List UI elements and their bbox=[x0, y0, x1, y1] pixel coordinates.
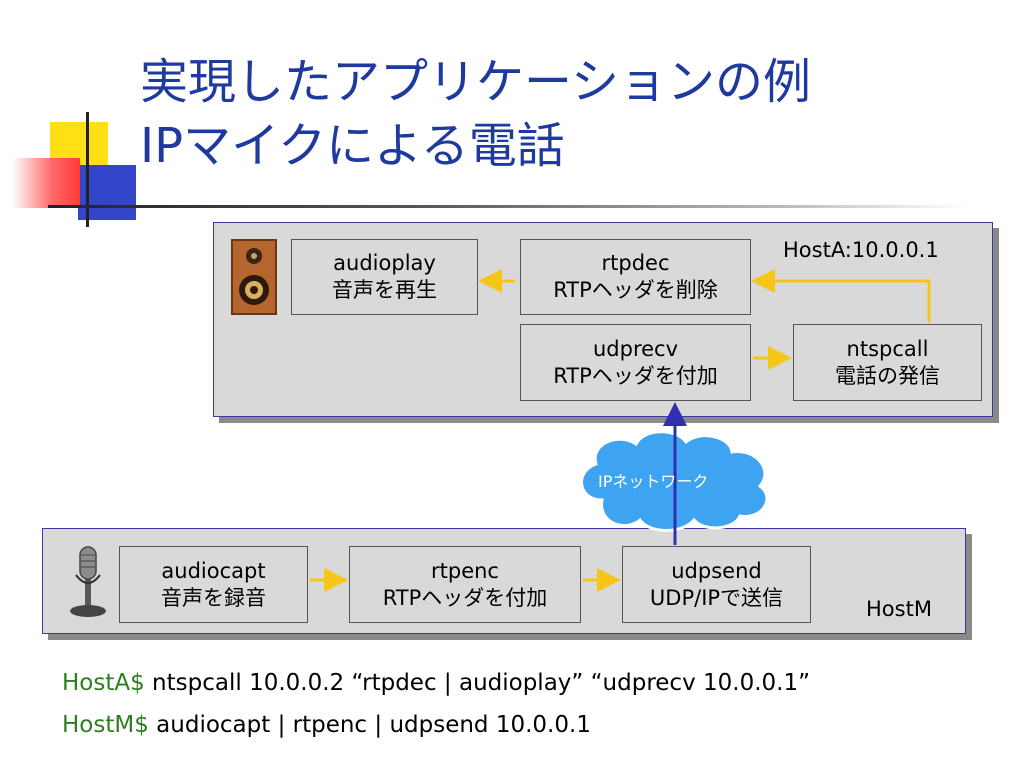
command-line-hosta: HostA$ ntspcall 10.0.0.2 “rtpdec | audio… bbox=[62, 670, 810, 696]
audiocapt-box: audiocapt 音声を録音 bbox=[119, 546, 308, 623]
audioplay-name: audioplay bbox=[333, 251, 436, 275]
rtpenc-desc: RTPヘッダを付加 bbox=[382, 585, 548, 610]
udprecv-name: udprecv bbox=[592, 336, 679, 361]
rtpenc-name: rtpenc bbox=[431, 558, 499, 583]
network-label: IPネットワーク bbox=[598, 472, 709, 491]
audioplay-box: audioplay 音声を再生 bbox=[291, 239, 478, 315]
udpsend-name: udpsend bbox=[671, 558, 762, 583]
ntspcall-name: ntspcall bbox=[846, 336, 929, 361]
red-square-decoration bbox=[12, 158, 80, 208]
command-line-hostm: HostM$ audiocapt | rtpenc | udpsend 10.0… bbox=[62, 712, 591, 738]
hostm-command: audiocapt | rtpenc | udpsend 10.0.0.1 bbox=[148, 712, 591, 738]
hosta-label: HostA:10.0.0.1 bbox=[783, 238, 939, 262]
ntspcall-desc: 電話の発信 bbox=[835, 363, 940, 388]
rtpdec-name: rtpdec bbox=[601, 251, 670, 275]
udpsend-box: udpsend UDP/IPで送信 bbox=[622, 546, 811, 623]
audiocapt-desc: 音声を録音 bbox=[161, 585, 266, 610]
udprecv-desc: RTPヘッダを付加 bbox=[553, 363, 718, 388]
rtpdec-desc: RTPヘッダを削除 bbox=[553, 278, 718, 302]
title-line-1: 実現したアプリケーションの例 bbox=[140, 54, 812, 110]
horizontal-line-decoration bbox=[48, 205, 968, 208]
audiocapt-name: audiocapt bbox=[161, 558, 266, 583]
audioplay-desc: 音声を再生 bbox=[332, 278, 437, 302]
title-line-2: IPマイクによる電話 bbox=[140, 118, 565, 174]
rtpenc-box: rtpenc RTPヘッダを付加 bbox=[349, 546, 581, 623]
hosta-command: ntspcall 10.0.0.2 “rtpdec | audioplay” “… bbox=[144, 670, 811, 696]
vertical-line-decoration bbox=[86, 112, 89, 227]
udprecv-box: udprecv RTPヘッダを付加 bbox=[520, 324, 751, 401]
hostm-label: HostM bbox=[866, 597, 932, 621]
udpsend-desc: UDP/IPで送信 bbox=[649, 585, 784, 610]
speaker-icon bbox=[230, 238, 278, 316]
ntspcall-box: ntspcall 電話の発信 bbox=[793, 324, 982, 401]
microphone-icon bbox=[66, 545, 110, 621]
hosta-prompt: HostA$ bbox=[62, 670, 145, 696]
slide-title: 実現したアプリケーションの例 IPマイクによる電話 bbox=[140, 50, 811, 178]
arrow-ntspcall-to-rtpdec bbox=[751, 269, 931, 322]
hostm-prompt: HostM$ bbox=[62, 712, 149, 738]
rtpdec-box: rtpdec RTPヘッダを削除 bbox=[520, 239, 751, 315]
